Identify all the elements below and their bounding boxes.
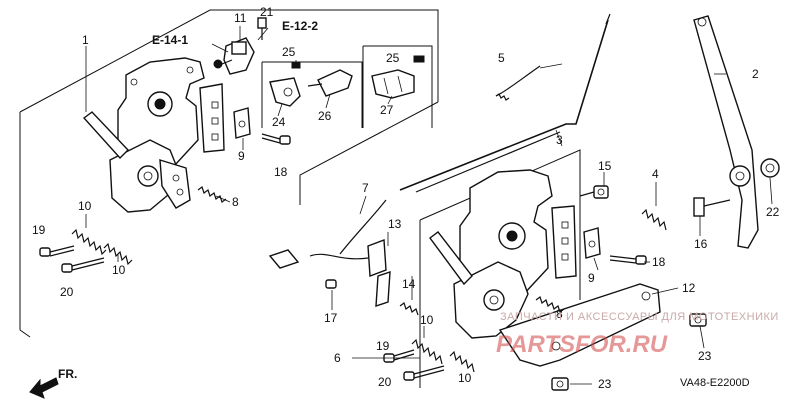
screw-17 [325, 279, 337, 289]
reference-e-14-1: E-14-1 [152, 33, 188, 47]
callout-7: 7 [362, 181, 369, 195]
sensor-26 [307, 69, 353, 97]
pin-16 [693, 197, 731, 217]
callout-19-left: 19 [32, 223, 46, 237]
callout-8-left: 8 [232, 195, 239, 209]
diagram-code: VA48-E2200D [680, 377, 750, 389]
screw-20-left [61, 257, 105, 273]
callout-10-right-b: 10 [458, 371, 472, 385]
clip-9-upper [233, 107, 251, 139]
bolt-15 [579, 185, 609, 199]
callout-18-right: 18 [652, 255, 666, 269]
bolt-23-b [551, 377, 569, 391]
spring-8-right [535, 296, 565, 313]
callout-2: 2 [752, 67, 759, 81]
plate-12 [498, 283, 661, 367]
callout-10-left-b: 10 [112, 263, 126, 277]
callout-21: 21 [260, 5, 274, 19]
front-direction-arrow [29, 377, 59, 399]
callout-26: 26 [318, 109, 332, 123]
callout-11: 11 [234, 11, 247, 25]
switch-13 [268, 239, 391, 307]
left-assembly-frame [19, 9, 439, 338]
sub-box-27 [362, 45, 433, 128]
callout-14: 14 [402, 277, 416, 291]
callout-25-a: 25 [282, 45, 296, 59]
callout-19-right: 19 [376, 339, 390, 353]
nut-22 [760, 158, 780, 178]
callout-22: 22 [766, 205, 780, 219]
control-base-right [429, 169, 577, 339]
callout-13: 13 [388, 217, 402, 231]
callout-17: 17 [324, 311, 338, 325]
callout-10-right-a: 10 [420, 313, 434, 327]
cover-27 [371, 69, 415, 99]
cable-5 [495, 65, 541, 101]
control-base-left [82, 57, 225, 213]
cable-3-lower [415, 131, 561, 193]
screw-18-right [609, 255, 647, 265]
spring-14 [399, 302, 419, 316]
callout-6: 6 [334, 351, 341, 365]
clip-24 [269, 77, 301, 107]
callout-25-b: 25 [386, 51, 400, 65]
clip-9-right [583, 227, 601, 259]
callout-20-right: 20 [378, 375, 392, 389]
callout-15: 15 [598, 159, 612, 173]
watermark-tagline: ЗАПЧАСТИ И АКСЕССУАРЫ ДЛЯ МОТОТЕХНИКИ [500, 311, 779, 323]
callout-18-upper: 18 [274, 165, 288, 179]
spring-8-left [197, 186, 227, 203]
spring-4 [641, 208, 667, 231]
callout-24: 24 [272, 115, 286, 129]
watermark-brand: PARTSFOR.RU [496, 331, 668, 358]
screw-20-right [403, 365, 445, 381]
solenoid-11 [213, 37, 255, 75]
rod-7 [339, 199, 387, 255]
callout-23-a: 23 [698, 349, 712, 363]
callout-4: 4 [652, 167, 659, 181]
fitting-21 [257, 17, 267, 40]
spring-10-right-upper [411, 338, 443, 365]
lever-2 [693, 15, 759, 249]
callout-1: 1 [82, 33, 89, 47]
callout-8-right: 8 [556, 307, 563, 321]
spring-10-right-lower [449, 350, 475, 373]
screw-18-upper [261, 133, 291, 145]
leader-lines [85, 26, 773, 385]
callout-20-left: 20 [60, 285, 74, 299]
callout-23-b: 23 [598, 377, 612, 391]
callout-12: 12 [682, 281, 696, 295]
screw-19-left [39, 245, 75, 257]
spring-10-left-upper [71, 228, 107, 256]
front-direction-label: FR. [58, 367, 77, 381]
callout-3: 3 [556, 133, 563, 147]
callout-9-upper: 9 [238, 149, 245, 163]
bolt-23-a [689, 313, 707, 327]
callout-labels: 1 2 3 4 5 6 7 8 8 9 9 10 10 10 10 11 12 … [32, 5, 780, 391]
reference-e-12-2: E-12-2 [282, 19, 318, 33]
screw-25-b [413, 55, 425, 63]
callout-27: 27 [380, 103, 394, 117]
cable-3 [399, 13, 611, 191]
callout-10-left-a: 10 [78, 199, 92, 213]
callout-5: 5 [498, 51, 505, 65]
callout-9-right: 9 [588, 271, 595, 285]
callout-16: 16 [694, 237, 708, 251]
